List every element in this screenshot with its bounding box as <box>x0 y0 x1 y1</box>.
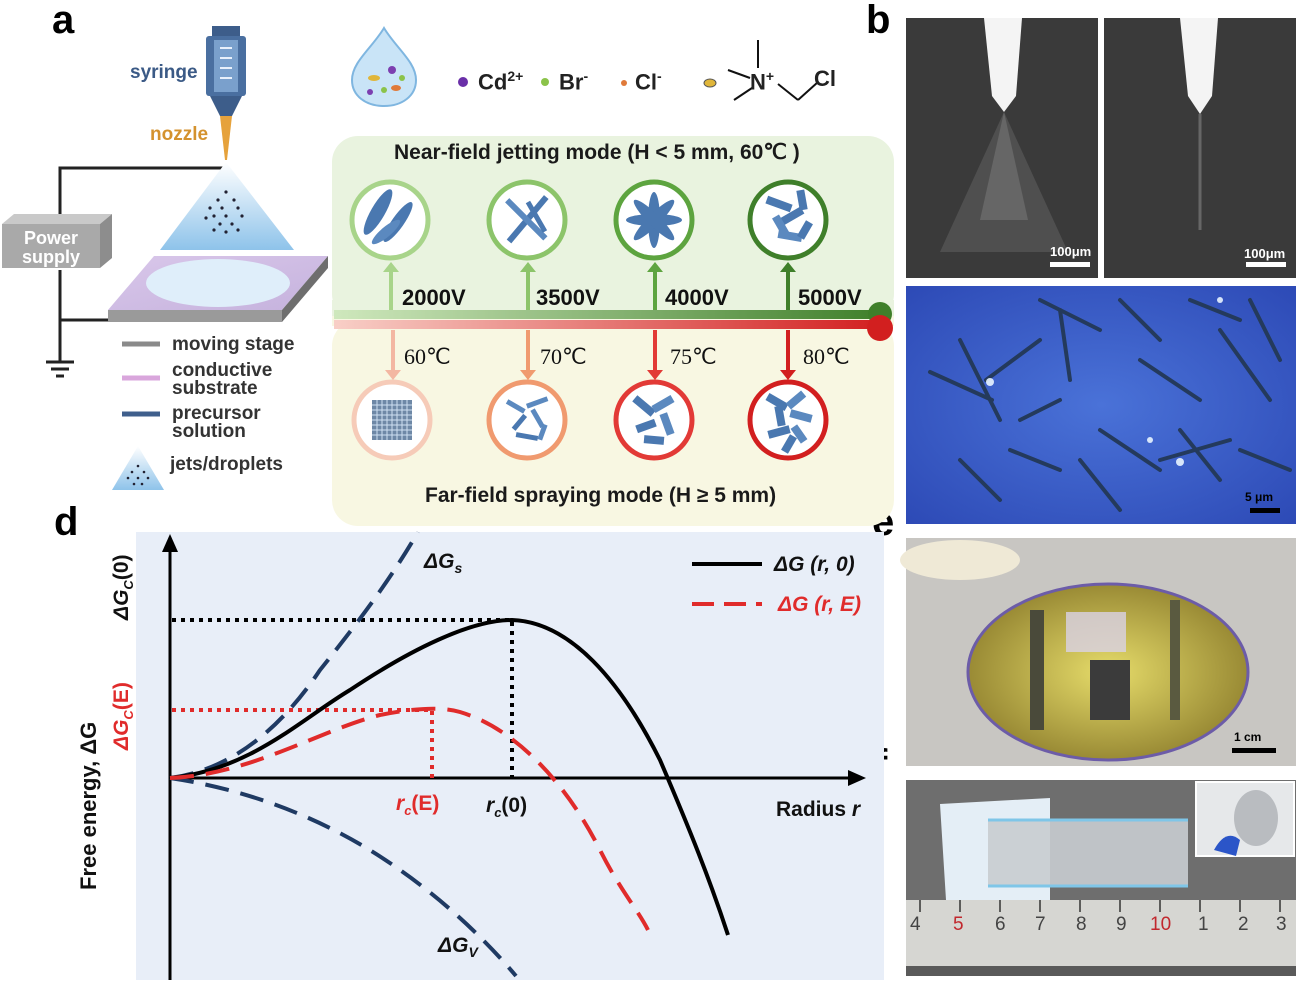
ruler-num-8: 1 <box>1198 914 1209 935</box>
temperature-label-3: 75℃ <box>670 344 717 369</box>
crystal-5000v <box>747 179 829 261</box>
label-dGv: ΔGV <box>438 934 478 961</box>
jet-photo-left <box>906 18 1098 278</box>
nozzle-icon <box>220 116 232 160</box>
temperature-label-4: 80℃ <box>803 344 850 369</box>
panel-label-b: b <box>866 0 891 42</box>
jet-cone <box>160 162 294 250</box>
legend-label-stage: moving stage <box>172 334 295 355</box>
ruler-num-7: 10 <box>1150 914 1172 935</box>
power-supply <box>2 214 112 268</box>
y-axis-label: Free energy, ΔG <box>76 721 101 890</box>
ruler-num-6: 9 <box>1116 914 1127 935</box>
syringe-icon <box>206 26 246 116</box>
label-dGcE: ΔGC(E) <box>110 682 137 750</box>
crystal-2000v <box>349 179 431 261</box>
label-dGc0: ΔGC(0) <box>110 554 137 621</box>
modes-diagram <box>332 136 894 526</box>
syringe-label: syringe <box>130 62 198 83</box>
panel-e-photo <box>900 538 1296 766</box>
power-supply-label-2: supply <box>22 247 81 267</box>
voltage-label-1: 2000V <box>402 285 466 310</box>
droplets <box>204 190 244 234</box>
nozzle-label: nozzle <box>150 124 209 145</box>
ruler-num-4: 7 <box>1035 914 1046 935</box>
crystal-60c <box>351 379 433 461</box>
panel-c-micrograph <box>906 286 1296 524</box>
perovskite-film <box>988 820 1188 886</box>
cd-ion-icon <box>458 77 468 87</box>
ruler-num-2: 5 <box>953 914 964 935</box>
voltage-stems <box>383 262 796 314</box>
label-rcE: rc(E) <box>396 792 440 819</box>
ion-row-graphics <box>350 26 819 108</box>
curve-dGs <box>169 530 420 780</box>
panel-b-images <box>906 18 1296 278</box>
legend-dashed-label: ΔG (r, E) <box>778 593 861 616</box>
x-axis-label: Radius r <box>776 798 861 821</box>
temperature-stems <box>385 330 796 380</box>
br-ion-icon <box>541 78 549 86</box>
moving-stage <box>108 256 328 322</box>
temperature-axis-end <box>867 315 893 341</box>
crystal-70c <box>486 379 568 461</box>
scalebar-b-left: 100μm <box>1050 244 1092 259</box>
ion-br: Br- <box>559 68 589 95</box>
chloromethyl-ammonium-structure <box>727 40 819 101</box>
near-field-box <box>332 136 894 320</box>
voltage-label-2: 3500V <box>536 285 600 310</box>
crystal-75c <box>613 379 695 461</box>
setup-illustration <box>2 26 328 490</box>
legend-label-solution-2: solution <box>172 421 246 442</box>
legend-solid-label: ΔG (r, 0) <box>774 553 855 576</box>
legend-label-solution-1: precursor <box>172 403 261 424</box>
label-rc0: rc(0) <box>486 794 528 821</box>
temperature-label-2: 70℃ <box>540 344 587 369</box>
ruler-num-10: 3 <box>1276 914 1287 935</box>
near-field-title: Near-field jetting mode (H < 5 mm, 60℃ ) <box>394 141 800 164</box>
crystal-80c <box>747 379 829 461</box>
free-energy-plot <box>136 530 884 980</box>
ruler-num-1: 4 <box>910 914 921 935</box>
jet-photo-right <box>1104 18 1296 278</box>
legend-swatch-jets <box>112 446 164 490</box>
far-field-box <box>332 320 894 526</box>
scalebar-b-right: 100μm <box>1244 246 1286 261</box>
plot-background <box>136 532 884 980</box>
crystal-3500v <box>486 179 568 261</box>
curve-dG-r0 <box>169 617 730 936</box>
ion-n: N+ <box>750 68 775 95</box>
panel-label-d: d <box>54 500 79 544</box>
legend-label-jets: jets/droplets <box>170 454 283 475</box>
scalebar-c: 5 μm <box>1245 490 1274 504</box>
ruler-num-9: 2 <box>1238 914 1249 935</box>
scalebar-e: 1 cm <box>1234 730 1262 744</box>
cl-ion-icon <box>621 80 627 86</box>
legend-label-substrate-2: substrate <box>172 378 258 399</box>
legend-label-substrate-1: conductive <box>172 360 273 381</box>
far-field-title: Far-field spraying mode (H ≥ 5 mm) <box>425 484 777 507</box>
droplet-icon <box>350 26 418 108</box>
temperature-axis <box>334 320 884 329</box>
label-dGs: ΔGs <box>424 550 463 577</box>
temperature-label-1: 60℃ <box>404 344 451 369</box>
panel-label-a: a <box>52 0 75 42</box>
molecule-icon <box>703 78 717 88</box>
ion-cd: Cd2+ <box>478 68 524 95</box>
power-supply-label-1: Power <box>24 228 79 248</box>
curve-dG-rE <box>169 706 650 931</box>
voltage-axis <box>334 310 884 319</box>
ruler <box>906 900 1296 966</box>
ion-cl: Cl- <box>635 68 662 95</box>
ruler-num-3: 6 <box>995 914 1006 935</box>
ion-cl-2: Cl <box>814 66 836 91</box>
voltage-label-3: 4000V <box>665 285 729 310</box>
crystal-4000v <box>613 179 695 261</box>
ruler-num-5: 8 <box>1076 914 1087 935</box>
voltage-label-4: 5000V <box>798 285 862 310</box>
curve-dGv <box>169 776 518 978</box>
